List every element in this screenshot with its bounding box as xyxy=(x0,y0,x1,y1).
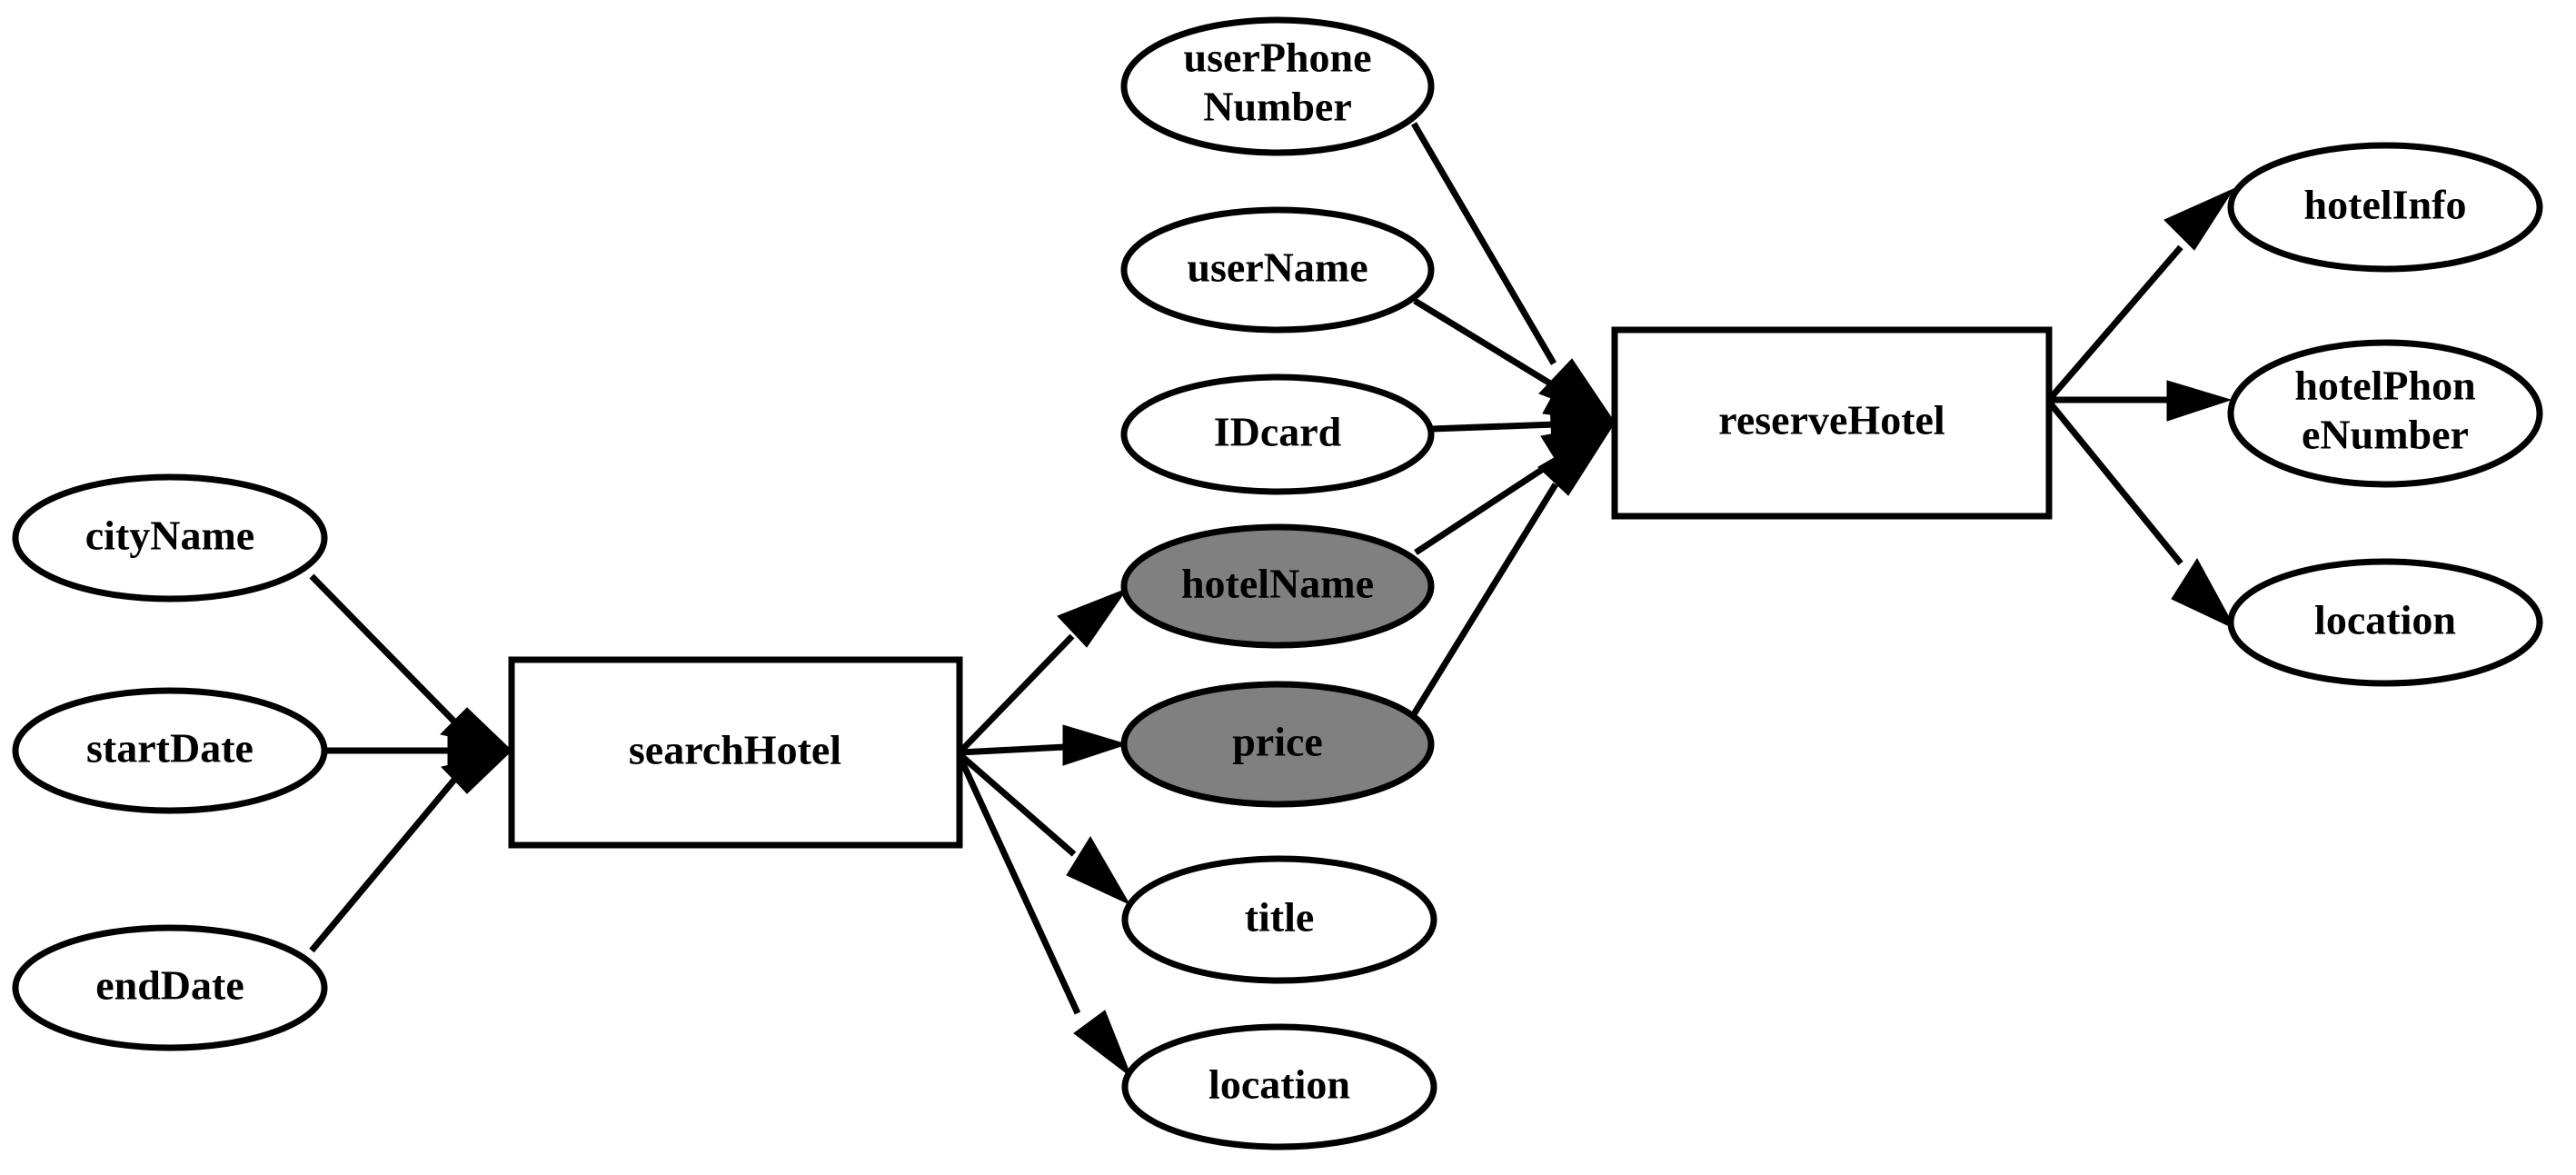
edge-userphonenumber-to-reservehotel xyxy=(1410,122,1616,424)
edge-layer xyxy=(309,122,2237,1079)
username-ellipse[interactable] xyxy=(1120,206,1435,334)
edge-enddate-to-searchhotel xyxy=(309,750,513,953)
edge-reservehotel-to-hotelphonenumber xyxy=(2049,380,2233,422)
edge-price-to-reservehotel xyxy=(1411,422,1616,716)
node-reservehotel[interactable]: reserveHotel xyxy=(1611,326,2053,520)
location-right-ellipse[interactable] xyxy=(2227,558,2543,687)
node-userphonenumber[interactable]: userPhone Number xyxy=(1120,16,1435,156)
edge-searchhotel-to-title xyxy=(957,752,1131,906)
hotelphonenumber-ellipse[interactable] xyxy=(2227,339,2543,488)
node-location-mid[interactable]: location xyxy=(1121,1023,1437,1150)
hotelname-ellipse[interactable] xyxy=(1120,523,1435,649)
startdate-ellipse[interactable] xyxy=(12,687,328,814)
edge-reservehotel-to-location-right xyxy=(2046,399,2237,631)
price-ellipse[interactable] xyxy=(1120,681,1435,808)
reservehotel-rect[interactable] xyxy=(1611,326,2053,520)
node-enddate[interactable]: endDate xyxy=(12,924,328,1051)
node-hotelphonenumber[interactable]: hotelPhon eNumber xyxy=(2227,339,2543,488)
edge-username-to-reservehotel xyxy=(1413,298,1616,423)
node-layer: cityName startDate endDate searchHotel u… xyxy=(12,16,2543,1150)
node-startdate[interactable]: startDate xyxy=(12,687,328,814)
node-hotelname[interactable]: hotelName xyxy=(1120,523,1435,649)
node-title[interactable]: title xyxy=(1121,855,1437,984)
cityname-ellipse[interactable] xyxy=(12,473,328,602)
userphonenumber-ellipse[interactable] xyxy=(1120,16,1435,156)
edge-reservehotel-to-hotelinfo xyxy=(2046,187,2235,403)
node-cityname[interactable]: cityName xyxy=(12,473,328,602)
edge-cityname-to-searchhotel xyxy=(309,573,513,752)
node-searchhotel[interactable]: searchHotel xyxy=(508,656,963,849)
hotelinfo-ellipse[interactable] xyxy=(2227,142,2543,273)
enddate-ellipse[interactable] xyxy=(12,924,328,1051)
node-location-right[interactable]: location xyxy=(2227,558,2543,687)
location-mid-ellipse[interactable] xyxy=(1121,1023,1437,1150)
node-idcard[interactable]: IDcard xyxy=(1120,373,1435,495)
node-username[interactable]: userName xyxy=(1120,206,1435,334)
edge-searchhotel-to-location-mid xyxy=(956,754,1133,1079)
title-ellipse[interactable] xyxy=(1121,855,1437,984)
node-price[interactable]: price xyxy=(1120,681,1435,808)
node-hotelinfo[interactable]: hotelInfo xyxy=(2227,142,2543,273)
idcard-ellipse[interactable] xyxy=(1120,373,1435,495)
edge-searchhotel-to-price xyxy=(959,724,1129,766)
edge-searchhotel-to-hotelname xyxy=(957,587,1129,755)
searchhotel-rect[interactable] xyxy=(508,656,963,849)
